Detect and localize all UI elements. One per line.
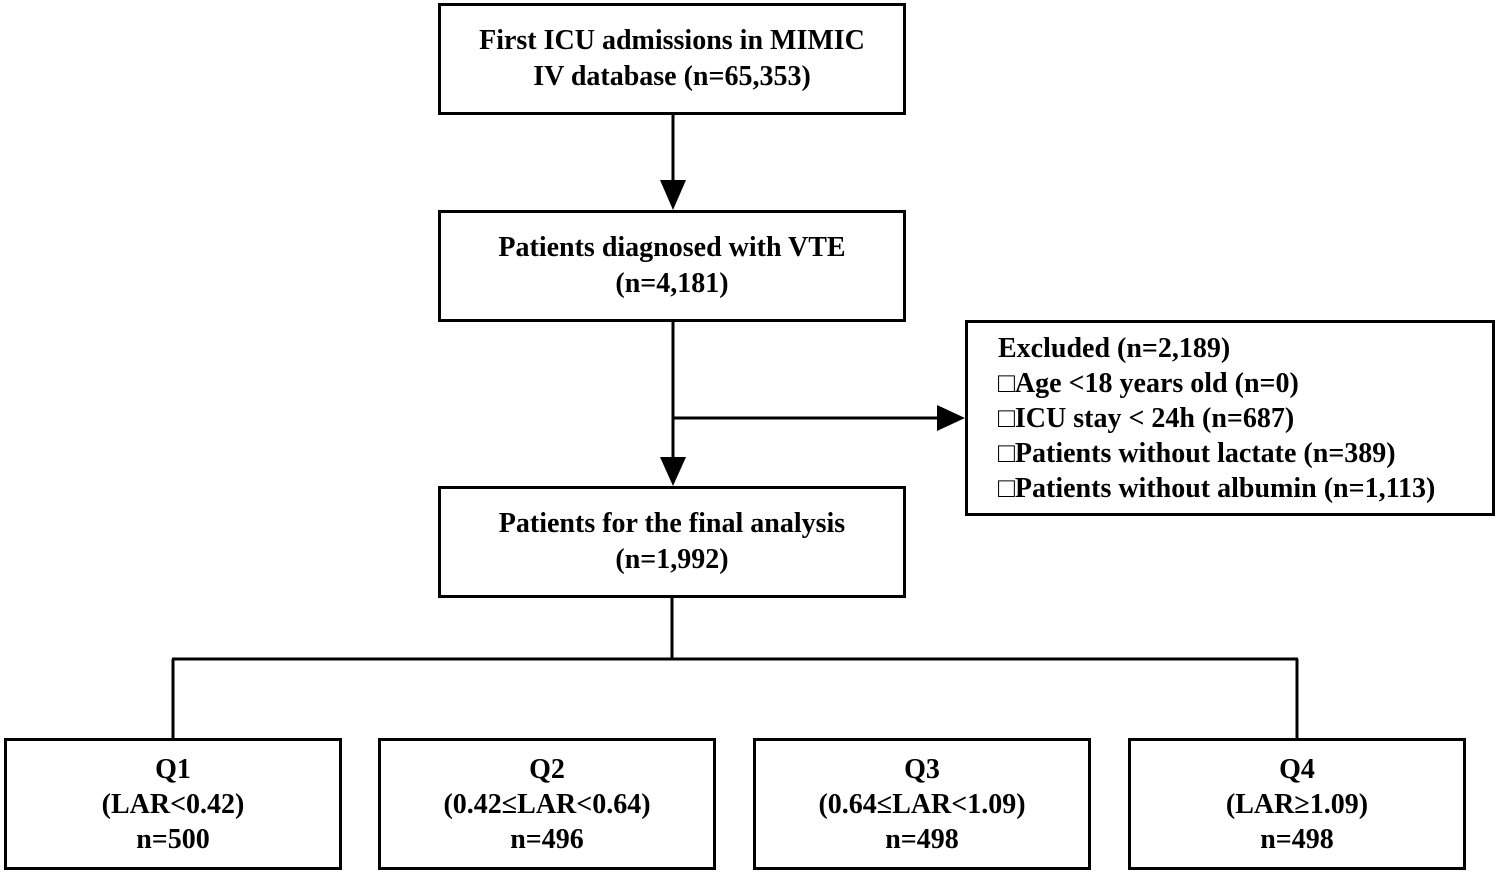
quartile-range: (LAR<0.42) [101,788,245,820]
first-icu-line1: First ICU admissions in MIMIC [479,25,865,56]
arrowhead-to-excluded [937,405,965,431]
quartile-range: (0.42≤LAR<0.64) [443,788,651,820]
excluded-item-lactate: □Patients without lactate (n=389) [998,437,1396,469]
quartile-name: Q1 [155,753,191,785]
first-icu-admissions-box: First ICU admissions in MIMIC IV databas… [438,3,906,115]
excluded-item-albumin: □Patients without albumin (n=1,113) [998,472,1436,504]
quartile-q3-box: Q3 (0.64≤LAR<1.09) n=498 [753,738,1091,870]
quartile-range: (0.64≤LAR<1.09) [818,788,1026,820]
excluded-item-age: □Age <18 years old (n=0) [998,367,1299,399]
vte-line2: (n=4,181) [615,268,729,299]
first-icu-line2: IV database (n=65,353) [533,61,811,92]
excluded-box: Excluded (n=2,189) □Age <18 years old (n… [965,320,1495,516]
quartile-count: n=496 [510,823,584,855]
quartile-count: n=498 [885,823,959,855]
excluded-title: Excluded (n=2,189) [998,332,1231,364]
quartile-count: n=498 [1260,823,1334,855]
arrowhead-vte-to-final [660,457,686,486]
quartile-q1-box: Q1 (LAR<0.42) n=500 [4,738,342,870]
final-line1: Patients for the final analysis [498,508,846,539]
quartile-count: n=500 [136,823,210,855]
quartile-q2-box: Q2 (0.42≤LAR<0.64) n=496 [378,738,716,870]
final-analysis-box: Patients for the final analysis (n=1,992… [438,486,906,598]
vte-line1: Patients diagnosed with VTE [498,232,846,263]
quartile-q4-box: Q4 (LAR≥1.09) n=498 [1128,738,1466,870]
quartile-name: Q2 [529,753,565,785]
quartile-range: (LAR≥1.09) [1225,788,1369,820]
final-line2: (n=1,992) [615,544,729,575]
vte-patients-box: Patients diagnosed with VTE (n=4,181) [438,210,906,322]
arrowhead-first-to-vte [660,180,686,210]
quartile-name: Q3 [904,753,940,785]
excluded-item-icu-stay: □ICU stay < 24h (n=687) [998,402,1295,434]
quartile-name: Q4 [1279,753,1315,785]
